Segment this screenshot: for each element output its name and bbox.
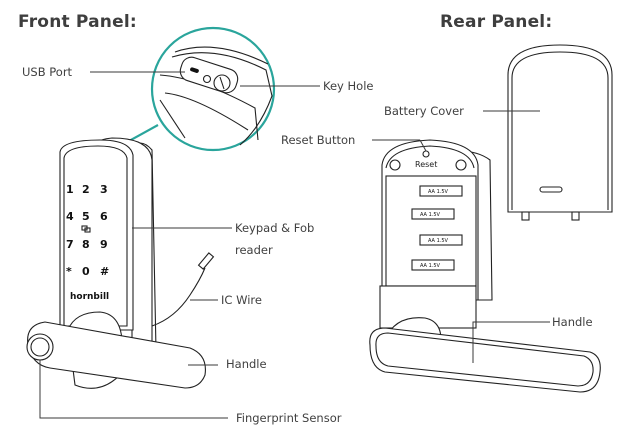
rear-lock-body: Reset AA 1.5V AA 1.5V AA 1.5V AA 1.5V — [379, 139, 493, 329]
battery-cover — [507, 44, 613, 221]
label-usb-port: USB Port — [22, 65, 73, 79]
screw-left — [389, 159, 401, 171]
label-handle-rear: Handle — [552, 315, 593, 329]
key-hash: # — [100, 265, 109, 278]
key-star: * — [66, 265, 72, 278]
reset-button-glyph — [422, 150, 430, 158]
front-panel-title: Front Panel: — [18, 12, 137, 32]
fingerprint-sensor-glyph — [30, 337, 50, 357]
front-panel-face — [59, 139, 134, 331]
keypad: 1 2 3 4 5 6 7 8 9 * 0 # hornbill — [66, 183, 109, 302]
label-fingerprint-sensor: Fingerprint Sensor — [236, 411, 342, 425]
key-8: 8 — [82, 238, 90, 251]
leader-fingerprint — [39, 360, 228, 419]
cover-slot — [539, 186, 563, 193]
key-0: 0 — [82, 265, 90, 278]
battery-2: AA 1.5V — [411, 208, 455, 220]
key-3: 3 — [100, 183, 108, 196]
rear-handle — [369, 317, 601, 393]
zoom-circle — [150, 26, 276, 152]
battery-3: AA 1.5V — [419, 234, 463, 246]
ic-wire-connector — [197, 252, 215, 270]
ic-wire — [151, 267, 206, 327]
usb-port-glyph — [190, 67, 199, 73]
svg-text:AA 1.5V: AA 1.5V — [420, 263, 441, 269]
label-keypad-line1: Keypad & Fob — [235, 221, 315, 235]
label-ic-wire: IC Wire — [221, 293, 262, 307]
leader-handle-rear — [472, 321, 550, 363]
rear-panel-title: Rear Panel: — [440, 12, 553, 32]
zoom-detail — [150, 26, 276, 152]
usb-key-plate — [179, 56, 239, 94]
key-9: 9 — [100, 238, 108, 251]
front-handle — [26, 311, 206, 389]
label-battery-cover: Battery Cover — [384, 104, 464, 118]
key-1: 1 — [66, 183, 74, 196]
battery-1: AA 1.5V — [419, 185, 463, 197]
key-5: 5 — [82, 210, 90, 223]
label-keypad-line2: reader — [235, 243, 273, 257]
front-lock-body — [59, 137, 157, 353]
key-2: 2 — [82, 183, 90, 196]
label-key-hole: Key Hole — [323, 79, 374, 93]
brand-logo: hornbill — [70, 292, 109, 302]
label-handle-front: Handle — [226, 357, 267, 371]
label-reset-button: Reset Button — [281, 133, 356, 147]
svg-text:AA 1.5V: AA 1.5V — [420, 212, 441, 218]
key-4: 4 — [66, 210, 74, 223]
key-6: 6 — [100, 210, 108, 223]
key-7: 7 — [66, 238, 74, 251]
svg-text:AA 1.5V: AA 1.5V — [428, 189, 449, 195]
battery-4: AA 1.5V — [411, 259, 455, 271]
reset-text: Reset — [415, 160, 437, 169]
svg-text:AA 1.5V: AA 1.5V — [428, 238, 449, 244]
screw-right — [455, 159, 467, 171]
